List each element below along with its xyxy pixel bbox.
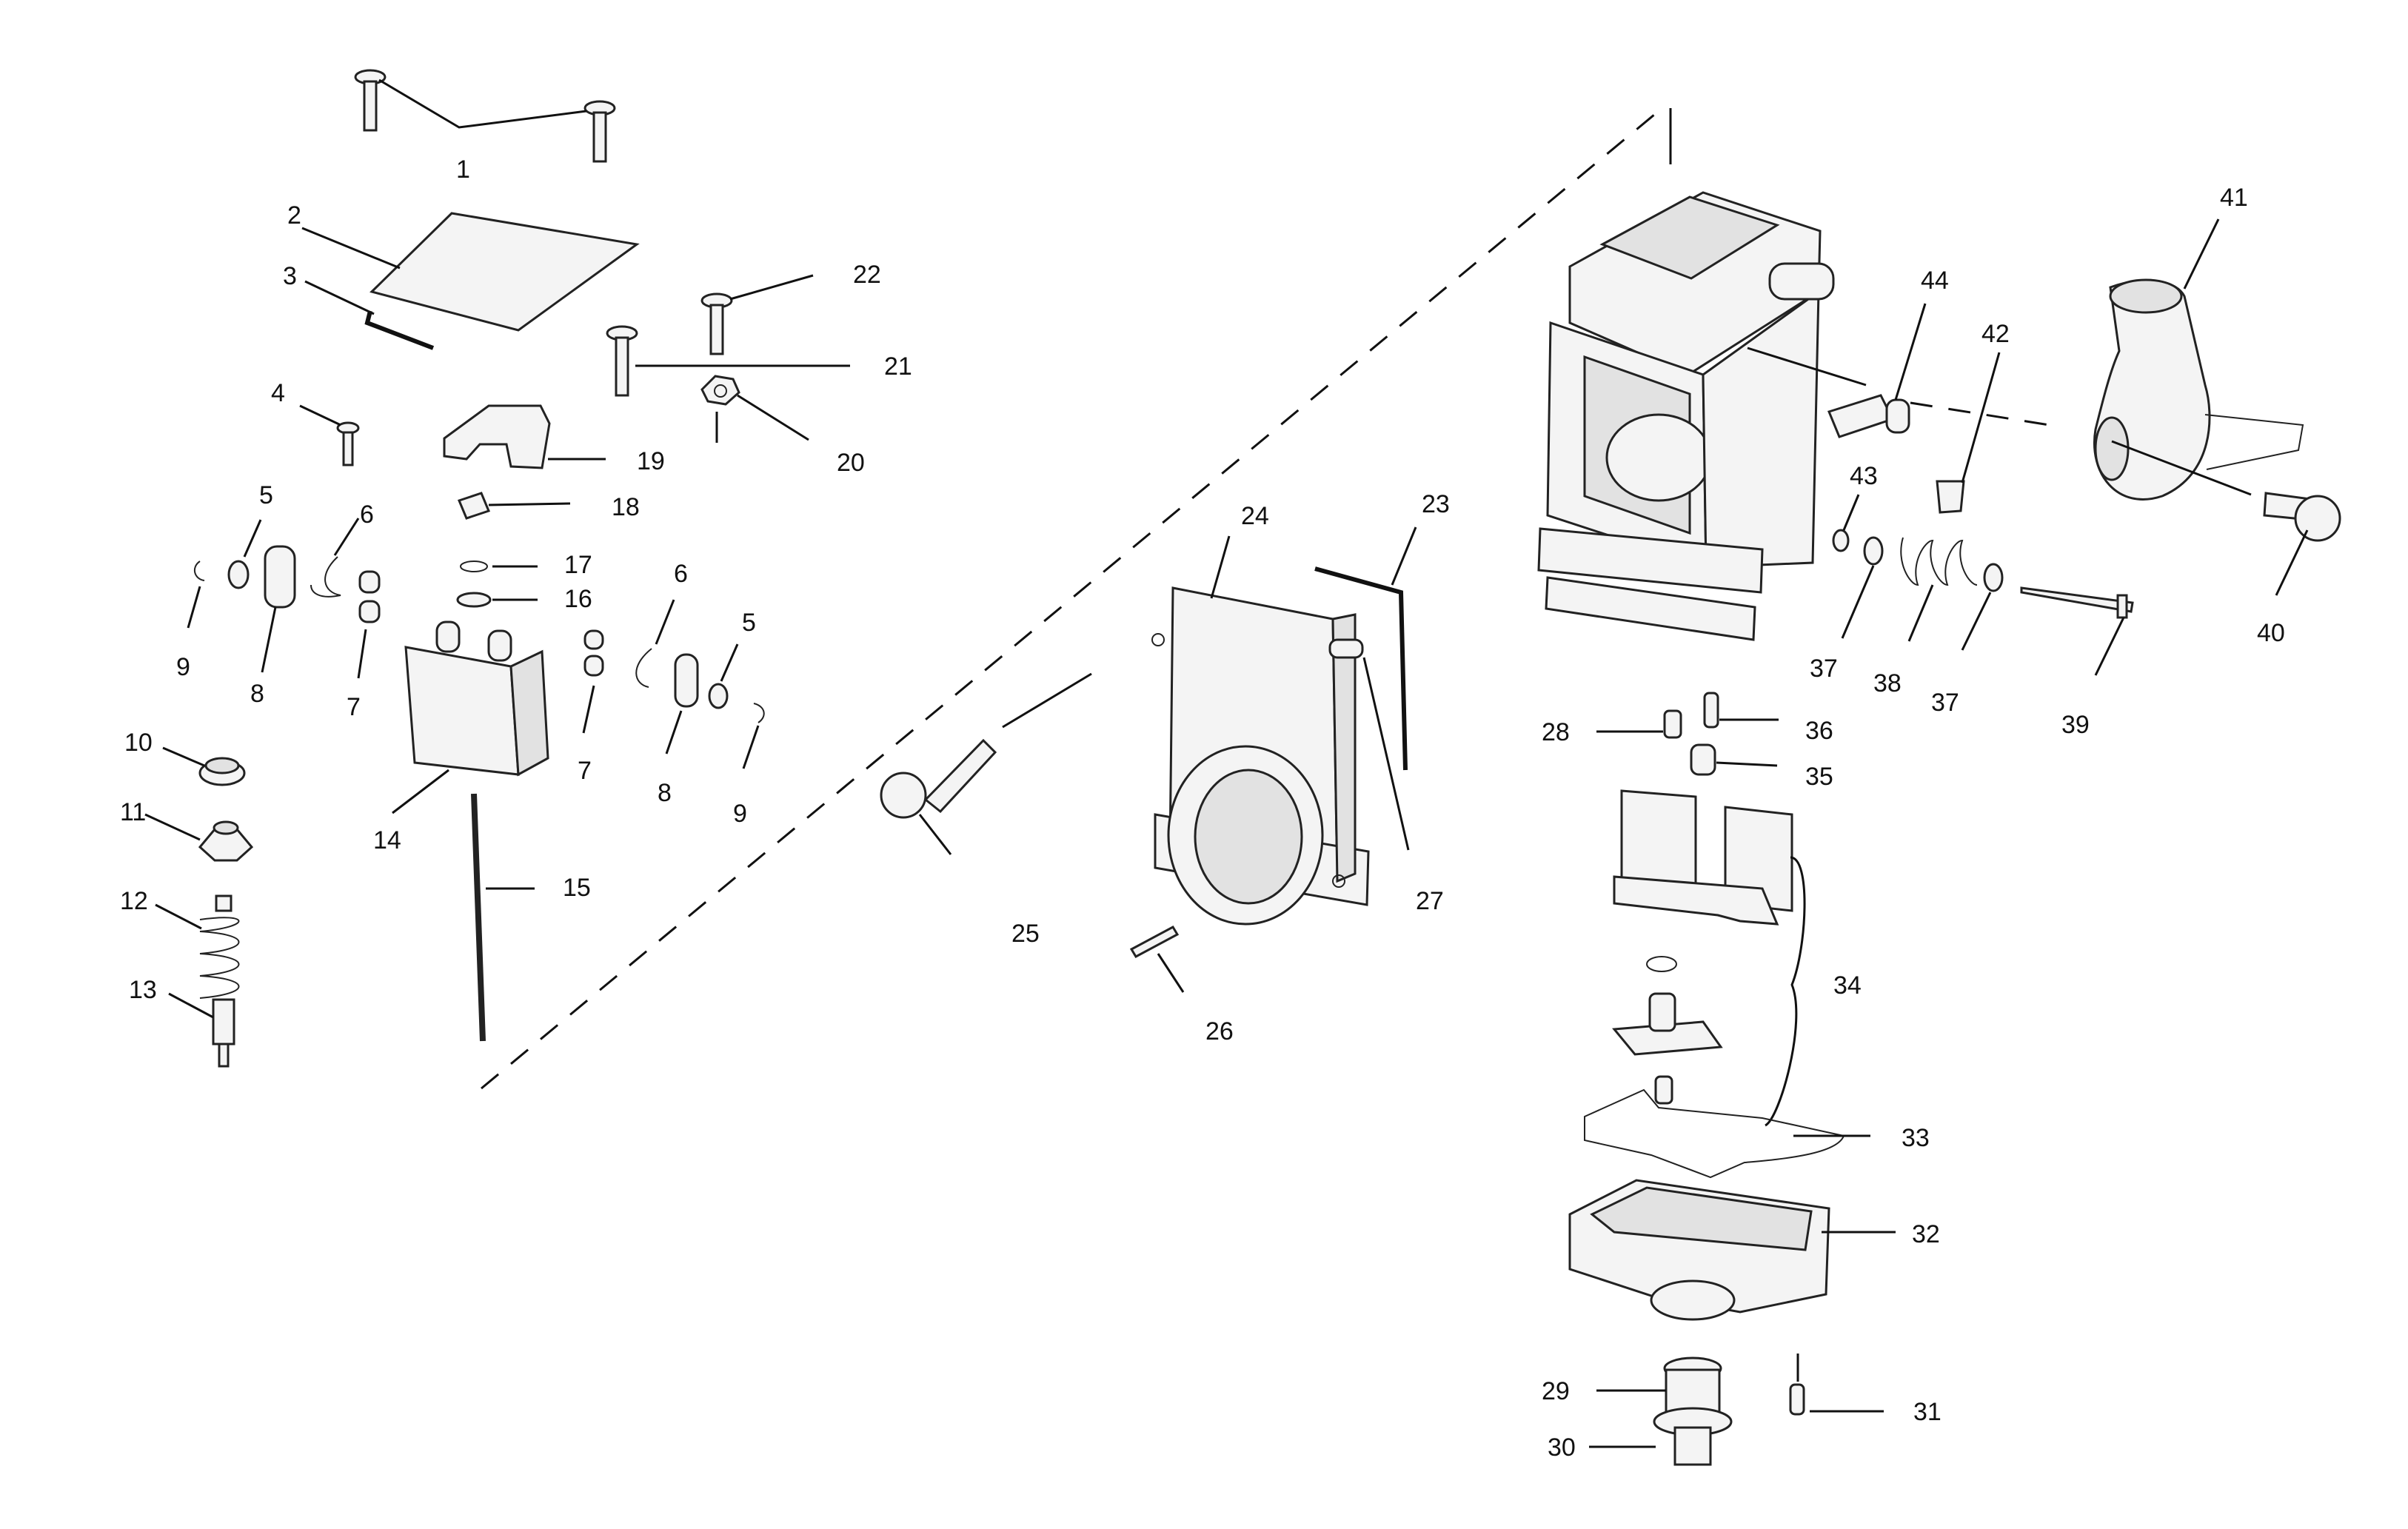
part-19-bracket bbox=[443, 404, 606, 469]
parts-29-30 bbox=[1589, 1356, 1733, 1466]
part-44-fitting bbox=[1827, 303, 1927, 438]
label-38: 38 bbox=[1873, 669, 1902, 697]
label-12: 12 bbox=[120, 887, 148, 915]
label-29: 29 bbox=[1542, 1377, 1570, 1405]
part-43-washer bbox=[1832, 494, 1860, 552]
part-26-pin bbox=[1129, 926, 1185, 993]
label-17: 17 bbox=[564, 551, 592, 579]
part-11-nut bbox=[144, 813, 254, 862]
label-22: 22 bbox=[853, 261, 881, 289]
part-41-lever bbox=[2093, 218, 2304, 501]
label-43: 43 bbox=[1850, 462, 1878, 490]
label-41: 41 bbox=[2220, 184, 2248, 212]
label-9: 9 bbox=[176, 653, 190, 681]
label-44: 44 bbox=[1921, 267, 1949, 295]
part-13-plunger bbox=[168, 992, 235, 1068]
label-5b: 5 bbox=[742, 609, 756, 637]
part-17-ring bbox=[460, 561, 488, 572]
label-3: 3 bbox=[283, 262, 297, 290]
label-40: 40 bbox=[2257, 619, 2285, 647]
label-20: 20 bbox=[837, 449, 865, 477]
label-1: 1 bbox=[456, 155, 470, 184]
label-28: 28 bbox=[1542, 718, 1570, 746]
part-2-plate bbox=[369, 212, 640, 332]
parts-5-9-right bbox=[582, 599, 765, 769]
label-26: 26 bbox=[1205, 1017, 1234, 1045]
label-36: 36 bbox=[1805, 717, 1833, 745]
part-21-screw bbox=[606, 325, 850, 397]
label-8: 8 bbox=[250, 680, 264, 708]
label-30: 30 bbox=[1548, 1433, 1576, 1462]
label-16: 16 bbox=[564, 585, 592, 613]
part-4-screw bbox=[299, 404, 360, 466]
label-10: 10 bbox=[124, 729, 153, 757]
label-13: 13 bbox=[129, 976, 157, 1004]
label-24: 24 bbox=[1241, 502, 1269, 530]
label-35: 35 bbox=[1805, 763, 1833, 791]
label-6b: 6 bbox=[674, 560, 688, 588]
part-3-gasket bbox=[364, 310, 435, 350]
part-24-plate bbox=[1151, 535, 1370, 926]
label-37: 37 bbox=[1810, 655, 1838, 683]
label-5: 5 bbox=[259, 481, 273, 509]
part-33-gasket bbox=[1584, 1088, 1870, 1179]
label-8b: 8 bbox=[658, 779, 672, 807]
label-9b: 9 bbox=[733, 800, 747, 828]
label-14: 14 bbox=[373, 826, 401, 854]
label-27: 27 bbox=[1416, 887, 1444, 915]
part-22-screw bbox=[700, 274, 814, 355]
label-25: 25 bbox=[1011, 920, 1040, 948]
label-33: 33 bbox=[1902, 1124, 1930, 1152]
label-32: 32 bbox=[1912, 1220, 1940, 1248]
label-37b: 37 bbox=[1931, 689, 1959, 717]
parts-5-9-left bbox=[187, 518, 381, 679]
label-18: 18 bbox=[612, 493, 640, 521]
callout-labels: 1 2 3 4 5 6 7 8 9 10 11 12 13 14 15 16 1… bbox=[120, 155, 2285, 1462]
part-14-slide bbox=[392, 620, 549, 814]
part-20-nut bbox=[700, 375, 809, 443]
carburetor-body bbox=[1537, 191, 1867, 641]
part-40-screw bbox=[2263, 492, 2341, 596]
dashed-assembly-line bbox=[481, 110, 1659, 1090]
label-23: 23 bbox=[1422, 490, 1450, 518]
part-16-washer bbox=[456, 592, 492, 608]
part-18-clip bbox=[457, 492, 571, 520]
parts-37-39 bbox=[1841, 536, 2134, 676]
label-42: 42 bbox=[1981, 320, 2010, 348]
part-32-bowl bbox=[1568, 1179, 1896, 1321]
label-11: 11 bbox=[120, 798, 146, 826]
label-4: 4 bbox=[271, 379, 285, 407]
part-15-needle bbox=[471, 793, 535, 1042]
label-31: 31 bbox=[1913, 1398, 1942, 1426]
label-2: 2 bbox=[287, 201, 301, 230]
part-1-screws bbox=[354, 69, 616, 163]
part-23-gasket bbox=[1314, 526, 1417, 771]
label-7: 7 bbox=[347, 693, 361, 721]
label-6: 6 bbox=[360, 501, 374, 529]
label-34: 34 bbox=[1833, 971, 1862, 1000]
part-10-cap bbox=[162, 746, 246, 786]
parts-28-35-36 bbox=[1596, 692, 1779, 776]
part-12-spring bbox=[155, 894, 240, 999]
part-34-float bbox=[1612, 789, 1806, 1127]
part-25-screw bbox=[880, 672, 1092, 855]
label-7b: 7 bbox=[578, 757, 592, 785]
part-31-screw bbox=[1789, 1354, 1884, 1416]
label-19: 19 bbox=[637, 447, 665, 475]
label-15: 15 bbox=[563, 874, 591, 902]
part-42-cap bbox=[1936, 352, 2001, 514]
label-39: 39 bbox=[2061, 711, 2090, 739]
label-21: 21 bbox=[884, 352, 912, 381]
